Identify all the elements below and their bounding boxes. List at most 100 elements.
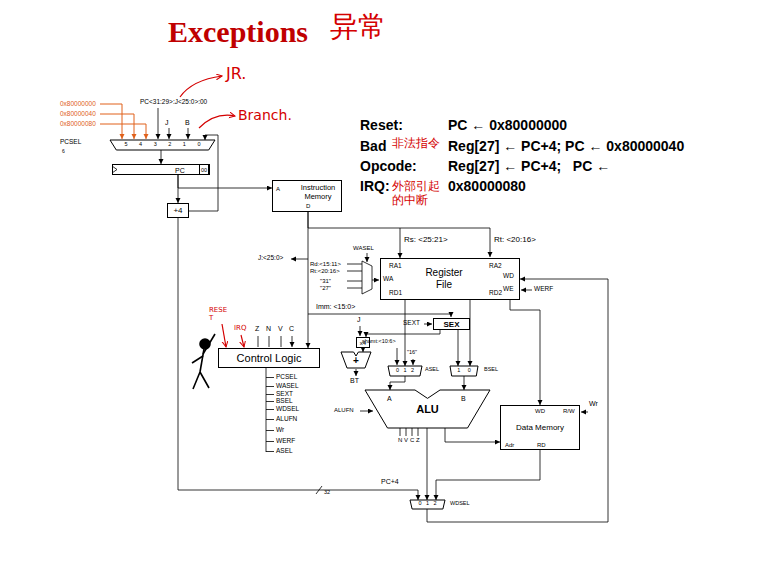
exception-rule: Opcode: <box>360 159 417 174</box>
signal-label: BSEL <box>276 398 293 405</box>
pc-register: PC 00 <box>112 164 210 175</box>
block-label: Instruction Memory <box>295 184 341 201</box>
signal-label: Z <box>416 437 420 443</box>
signal-wires-part <box>360 411 373 412</box>
block-outline-path <box>410 500 445 509</box>
signal-label: "31" <box>320 278 331 284</box>
signal-label: 0x80000040 <box>60 111 96 118</box>
block-label: SEX <box>434 321 469 329</box>
signal-label: ASEL <box>276 448 293 455</box>
handwritten-note: IRQ <box>234 325 246 332</box>
signal-label: WERF <box>534 286 553 293</box>
block-outline-path <box>388 366 422 376</box>
signal-label: WASEL <box>276 383 299 390</box>
datapath-wire <box>427 279 608 522</box>
port-label: WE <box>503 286 513 293</box>
handwritten-note: JR. <box>226 66 246 83</box>
signal-label: N <box>398 437 402 443</box>
exception-rule: 0x80000080 <box>448 179 526 194</box>
stick-figure-part <box>203 334 215 354</box>
block-label: Data Memory <box>501 424 579 432</box>
signal-wires-part <box>266 368 267 452</box>
datapath-wire <box>436 450 540 500</box>
datapath-wire <box>464 376 465 390</box>
exception-rule: Reg[27] ← PC+4; PC ← 0x80000040 <box>448 139 684 154</box>
port-label: A <box>387 395 392 402</box>
port-label: RD2 <box>489 290 502 297</box>
datapath-wire <box>366 330 440 337</box>
port-label: RD <box>537 442 546 448</box>
signal-wires-part <box>158 108 159 139</box>
signal-label: Rt: <20:16> <box>494 236 536 244</box>
signal-label: PC+4 <box>381 478 399 485</box>
datapath-wire <box>427 428 428 500</box>
datapath-wire <box>458 330 459 366</box>
signal-wires-part <box>397 348 398 365</box>
datapath-wire <box>510 300 540 405</box>
pc-low-bits: 00 <box>199 164 209 175</box>
block-label: Control Logic <box>219 353 319 364</box>
red-annotation-strokes-part <box>199 115 235 128</box>
signal-label: ALUFN <box>276 416 297 423</box>
signal-label: 0x80000000 <box>60 101 96 108</box>
port-label: RA2 <box>489 263 502 270</box>
signal-label: WDSEL <box>450 501 470 507</box>
signal-label: WERF <box>276 438 295 445</box>
control-logic: Control Logic <box>218 348 320 368</box>
signal-wires-part <box>169 128 170 139</box>
block-label: PC <box>175 167 185 174</box>
handwritten-note: 外部引起的中断 <box>392 180 442 208</box>
signal-wires-part <box>521 290 532 291</box>
shift-left-box: x4 <box>356 337 370 348</box>
address-wires-part <box>100 104 122 139</box>
signal-label: V <box>278 325 283 332</box>
stick-figure <box>192 334 215 389</box>
signal-label: C <box>410 437 414 443</box>
block-label: 1 0 <box>450 368 478 374</box>
block-label: 5 4 3 2 1 0 <box>110 142 215 148</box>
signal-wires-part <box>360 326 361 336</box>
port-label: WD <box>503 273 514 280</box>
datapath-wire <box>178 218 418 500</box>
block-label: 0 1 2 <box>410 501 445 507</box>
exception-rule: Reg[27] ← PC+4; PC ← <box>448 159 610 174</box>
signal-label: J:<25:0> <box>258 255 283 262</box>
signal-label: WDSEL <box>276 406 299 413</box>
exception-rule: Reset: <box>360 118 403 133</box>
red-annotation-strokes-part <box>241 335 244 347</box>
address-wires <box>100 104 146 139</box>
datapath-wire <box>161 150 162 164</box>
signal-label: J <box>165 119 169 126</box>
pcsel-mux: 5 4 3 2 1 0 <box>110 140 215 150</box>
signal-wires-part <box>400 228 490 257</box>
stick-figure-part <box>192 356 203 363</box>
signal-wires-part <box>400 428 418 436</box>
signal-wires-part <box>362 261 372 294</box>
pc-incrementer: +4 <box>167 203 189 218</box>
block-outline-path <box>110 140 215 150</box>
signal-wires-part <box>308 314 451 317</box>
port-label: RD1 <box>389 290 402 297</box>
signal-label: Imm: <15:0> <box>316 303 355 310</box>
port-label: B <box>461 395 466 402</box>
datapath-wire <box>308 212 400 258</box>
signal-label: "27" <box>320 285 331 291</box>
signal-label: WASEL <box>353 245 374 251</box>
data-memory: Data MemoryWDR/WAdrRD <box>500 405 580 450</box>
bsel-mux: 1 0 <box>450 366 478 376</box>
signal-label: V <box>404 437 408 443</box>
block-outline-path <box>450 366 478 376</box>
signal-wires-part <box>424 324 432 325</box>
red-annotation-strokes-part <box>222 324 226 347</box>
handwritten-note: Branch. <box>238 108 292 123</box>
signal-label: 32 <box>324 490 330 496</box>
signal-wires-part <box>413 359 414 365</box>
signal-label: PC<31:29>:J<25:0>:00 <box>140 99 207 106</box>
signal-label: Rd:<15:11> <box>310 261 341 267</box>
block-label: x4 <box>357 340 369 346</box>
signal-label: PCSEL <box>276 374 297 381</box>
datapath-wire <box>405 300 406 366</box>
datapath-wire <box>363 348 364 352</box>
signal-label: Rt:<20:16> <box>310 268 340 274</box>
signal-label: PCSEL <box>60 139 81 146</box>
